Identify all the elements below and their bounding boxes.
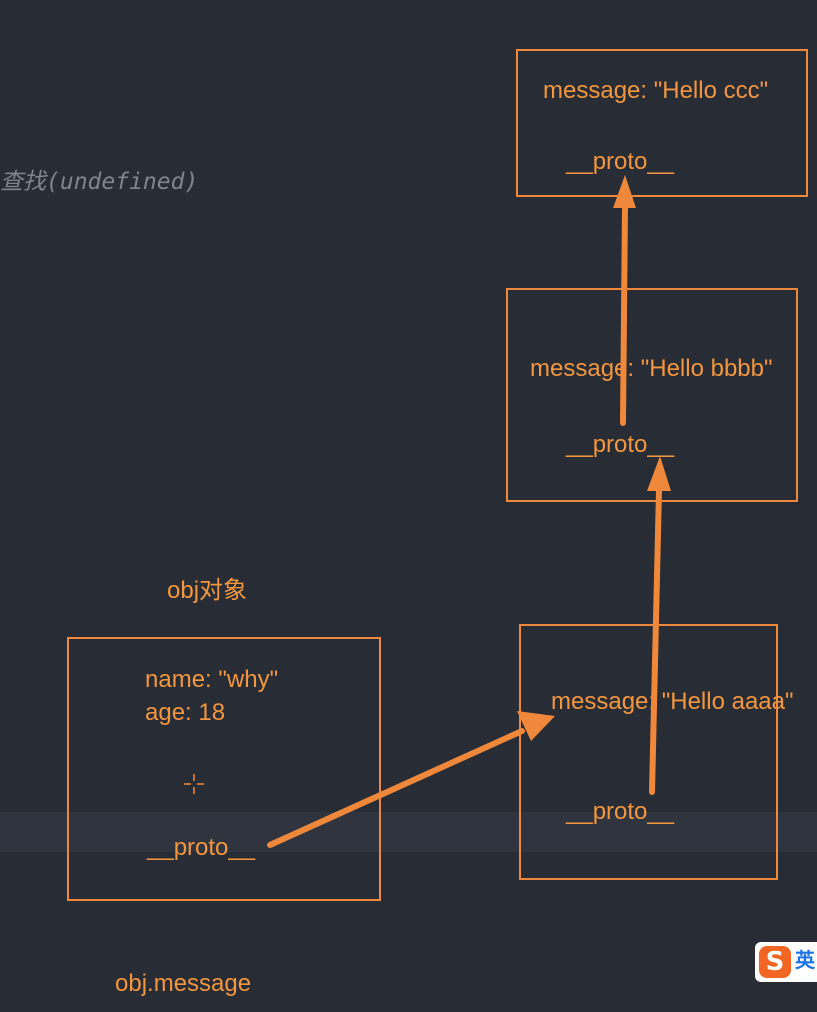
obj-proto-label: __proto__ <box>147 834 256 861</box>
obj-name-field: name: "why" <box>145 666 279 693</box>
proto-ccc-box <box>516 49 808 197</box>
crosshair-cursor-icon <box>184 774 204 794</box>
proto-ccc-message: message: "Hello ccc" <box>543 77 769 104</box>
proto-bbbb-box <box>506 288 798 502</box>
code-comment: 查找(undefined) <box>0 169 199 195</box>
obj-age-field: age: 18 <box>145 699 226 726</box>
proto-bbbb-proto-label: __proto__ <box>566 431 675 458</box>
obj-title: obj对象 <box>167 577 248 604</box>
proto-bbbb-message: message: "Hello bbbb" <box>530 355 773 382</box>
proto-aaaa-message: message: "Hello aaaa" <box>551 688 794 715</box>
ime-status-badge[interactable]: S 英 <box>755 942 817 982</box>
sogou-s-icon: S <box>759 946 791 978</box>
proto-aaaa-box <box>519 624 778 880</box>
proto-aaaa-proto-label: __proto__ <box>566 798 675 825</box>
ime-mode-label: 英 <box>795 948 815 972</box>
proto-ccc-proto-label: __proto__ <box>566 148 675 175</box>
caption-expression: obj.message <box>115 970 252 997</box>
